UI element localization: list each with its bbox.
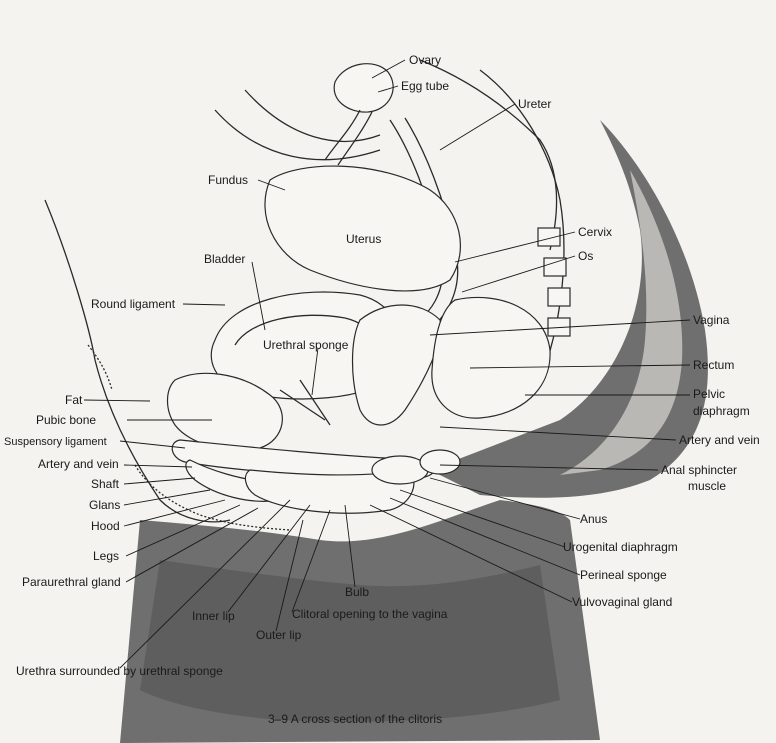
- label-fundus: Fundus: [208, 173, 248, 187]
- label-ovary: Ovary: [409, 53, 441, 67]
- label-perineal-sponge: Perineal sponge: [580, 568, 667, 582]
- label-artery-vein-right: Artery and vein: [679, 433, 760, 447]
- label-outer-lip: Outer lip: [256, 628, 302, 642]
- label-inner-lip: Inner lip: [192, 609, 235, 623]
- label-round-ligament: Round ligament: [91, 297, 176, 311]
- label-vulvovaginal-gland: Vulvovaginal gland: [572, 595, 672, 609]
- body-outline: [44, 120, 708, 743]
- label-diaphragm: diaphragm: [693, 404, 750, 418]
- label-anus: Anus: [580, 512, 607, 526]
- label-urethral-sponge: Urethral sponge: [263, 338, 349, 352]
- label-cervix: Cervix: [578, 225, 612, 239]
- leader-lines: [83, 59, 691, 669]
- label-hood: Hood: [91, 519, 120, 533]
- label-shaft: Shaft: [91, 477, 120, 491]
- label-muscle: muscle: [688, 479, 726, 493]
- label-bulb: Bulb: [345, 585, 369, 599]
- label-urethra-sponge: Urethra surrounded by urethral sponge: [16, 664, 223, 678]
- label-anal-sphincter: Anal sphincter: [661, 463, 737, 477]
- label-suspensory-ligament: Suspensory ligament: [4, 436, 107, 448]
- label-uterus: Uterus: [346, 232, 381, 246]
- label-pelvic: Pelvic: [693, 387, 725, 401]
- label-vagina: Vagina: [693, 313, 730, 327]
- label-glans: Glans: [89, 498, 120, 512]
- label-egg-tube: Egg tube: [401, 79, 449, 93]
- label-paraurethral-gland: Paraurethral gland: [22, 575, 121, 589]
- label-fat: Fat: [65, 393, 83, 407]
- label-clitoral-opening: Clitoral opening to the vagina: [292, 607, 448, 621]
- label-artery-vein-left: Artery and vein: [38, 457, 119, 471]
- label-rectum: Rectum: [693, 358, 734, 372]
- label-bladder: Bladder: [204, 252, 245, 266]
- label-pubic-bone: Pubic bone: [36, 413, 96, 427]
- label-os: Os: [578, 249, 593, 263]
- label-legs: Legs: [93, 549, 119, 563]
- label-urogenital-diaphragm: Urogenital diaphragm: [563, 540, 678, 554]
- figure-caption: 3–9 A cross section of the clitoris: [268, 712, 442, 726]
- label-ureter: Ureter: [518, 97, 551, 111]
- labels: Ovary Egg tube Ureter Fundus Uterus Cerv…: [4, 53, 760, 678]
